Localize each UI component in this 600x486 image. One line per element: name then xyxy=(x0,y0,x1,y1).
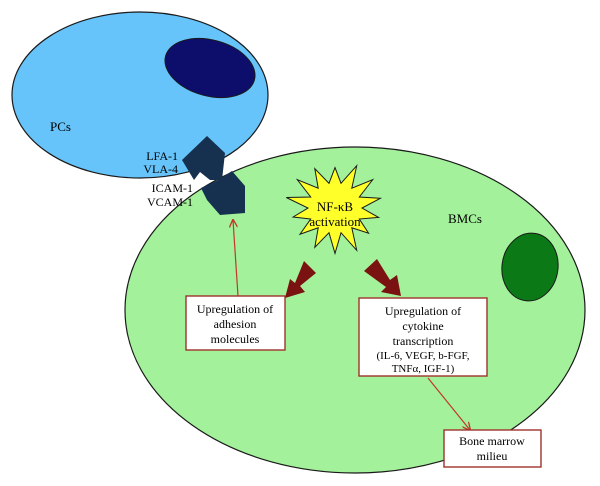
cytokine-box-line4: (IL-6, VEGF, b-FGF, xyxy=(376,350,469,362)
pc-receptor-shape xyxy=(182,136,225,180)
icam1-label: ICAM-1 xyxy=(152,181,193,195)
adhesion-box xyxy=(185,295,286,351)
milieu-box-line1: Bone marrow xyxy=(459,434,525,448)
bmc-label: BMCs xyxy=(448,211,482,226)
lfa1-label: LFA-1 xyxy=(146,149,178,163)
vcam1-label: VCAM-1 xyxy=(147,195,193,209)
cytokine-box-line3: transcription xyxy=(393,334,454,348)
adhesion-box-line3: molecules xyxy=(211,332,260,346)
adhesion-box-line1: Upregulation of xyxy=(197,302,273,316)
nfkb-starburst xyxy=(286,163,383,256)
adhesion-box-line2: adhesion xyxy=(214,317,257,331)
arrow-to-adhesion xyxy=(285,261,316,298)
nfkb-label-line1: NF-κB xyxy=(317,199,353,214)
cytokine-box-line1: Upregulation of xyxy=(385,304,461,318)
cytokine-box xyxy=(358,297,488,377)
bmc-nucleus xyxy=(501,232,559,302)
arrow-to-cytokine xyxy=(364,259,401,296)
milieu-box xyxy=(443,429,542,468)
pc-nucleus xyxy=(164,37,256,99)
cytokine-box-line2: cytokine xyxy=(402,319,443,333)
vla4-label: VLA-4 xyxy=(143,162,178,176)
nfkb-label-line2: activation xyxy=(309,214,361,229)
bmc-ligand-shape xyxy=(201,171,245,215)
pc-label: PCs xyxy=(50,119,71,134)
milieu-box-line2: milieu xyxy=(477,449,508,463)
arrow-cytokine-to-milieu xyxy=(427,377,470,430)
cytokine-box-line5: TNFα, IGF-1) xyxy=(392,363,455,375)
bmc-cell xyxy=(124,146,586,474)
arrow-adhesion-to-ligand xyxy=(233,220,239,297)
